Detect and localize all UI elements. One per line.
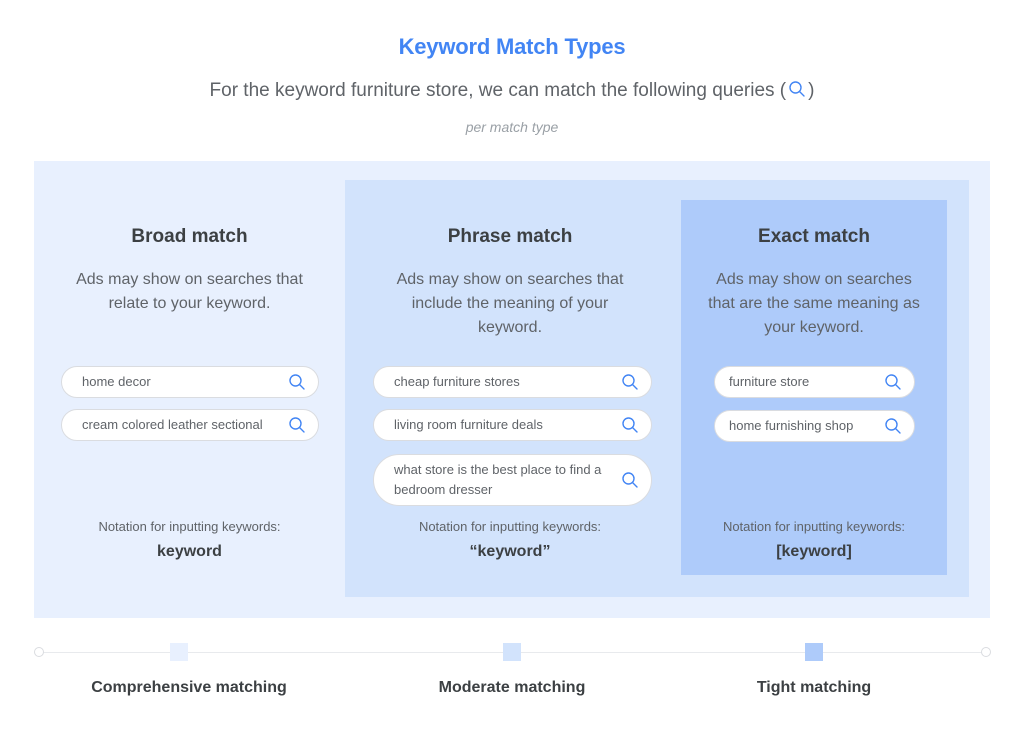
query-pill[interactable]: what store is the best place to find a b…	[373, 454, 652, 506]
phrase-match-column: Phrase match Ads may show on searches th…	[345, 0, 675, 734]
broad-match-column: Broad match Ads may show on searches tha…	[34, 0, 345, 734]
query-pill[interactable]: home decor	[61, 366, 319, 398]
search-icon	[884, 373, 902, 391]
column-title: Broad match	[131, 226, 248, 247]
caption: per match type	[465, 119, 559, 135]
column-description: Ads may show on searches that are the sa…	[708, 271, 920, 336]
notation-value: [keyword]	[776, 543, 852, 560]
query-text: what store is the best place to find a b…	[394, 462, 602, 497]
search-icon	[288, 416, 306, 434]
notation-label: Notation for inputting keywords:	[722, 519, 906, 534]
subtitle-close: )	[808, 80, 815, 101]
query-pill[interactable]: furniture store	[714, 366, 915, 398]
column-description: Ads may show on searches that relate to …	[76, 271, 303, 312]
query-text: cream colored leather sectional	[82, 417, 263, 432]
query-pill[interactable]: cheap furniture stores	[373, 366, 652, 398]
search-icon	[288, 373, 306, 391]
exact-match-column: Exact match Ads may show on searches tha…	[681, 0, 947, 734]
query-text: home decor	[82, 374, 151, 389]
scale-marker-phrase	[503, 643, 521, 661]
subtitle: For the keyword furniture store, we can …	[0, 80, 1024, 102]
notation-value: “keyword”	[469, 543, 551, 560]
scale-end-dot	[981, 647, 991, 657]
scale-label-moderate: Moderate matching	[438, 679, 586, 696]
column-description: Ads may show on searches that include th…	[396, 271, 624, 336]
query-pill[interactable]: living room furniture deals	[373, 409, 652, 441]
notation-label: Notation for inputting keywords:	[418, 519, 602, 534]
search-icon	[621, 416, 639, 434]
query-pill[interactable]: home furnishing shop	[714, 410, 915, 442]
notation-label: Notation for inputting keywords:	[98, 519, 281, 534]
scale-label-tight: Tight matching	[756, 679, 872, 696]
column-title: Exact match	[758, 226, 870, 247]
query-text: home furnishing shop	[729, 418, 854, 433]
query-text: living room furniture deals	[394, 417, 543, 432]
scale-marker-exact	[805, 643, 823, 661]
query-text: cheap furniture stores	[394, 374, 520, 389]
column-title: Phrase match	[447, 226, 573, 247]
scale-marker-broad	[170, 643, 188, 661]
notation-value: keyword	[157, 543, 222, 560]
query-text: furniture store	[729, 374, 810, 389]
search-icon	[621, 471, 639, 489]
subtitle-text: For the keyword furniture store, we can …	[209, 80, 787, 101]
scale-start-dot	[34, 647, 44, 657]
scale-label-comprehensive: Comprehensive matching	[91, 679, 287, 696]
search-icon	[621, 373, 639, 391]
query-pill[interactable]: cream colored leather sectional	[61, 409, 319, 441]
page-title: Keyword Match Types	[398, 34, 626, 59]
search-icon	[884, 417, 902, 435]
